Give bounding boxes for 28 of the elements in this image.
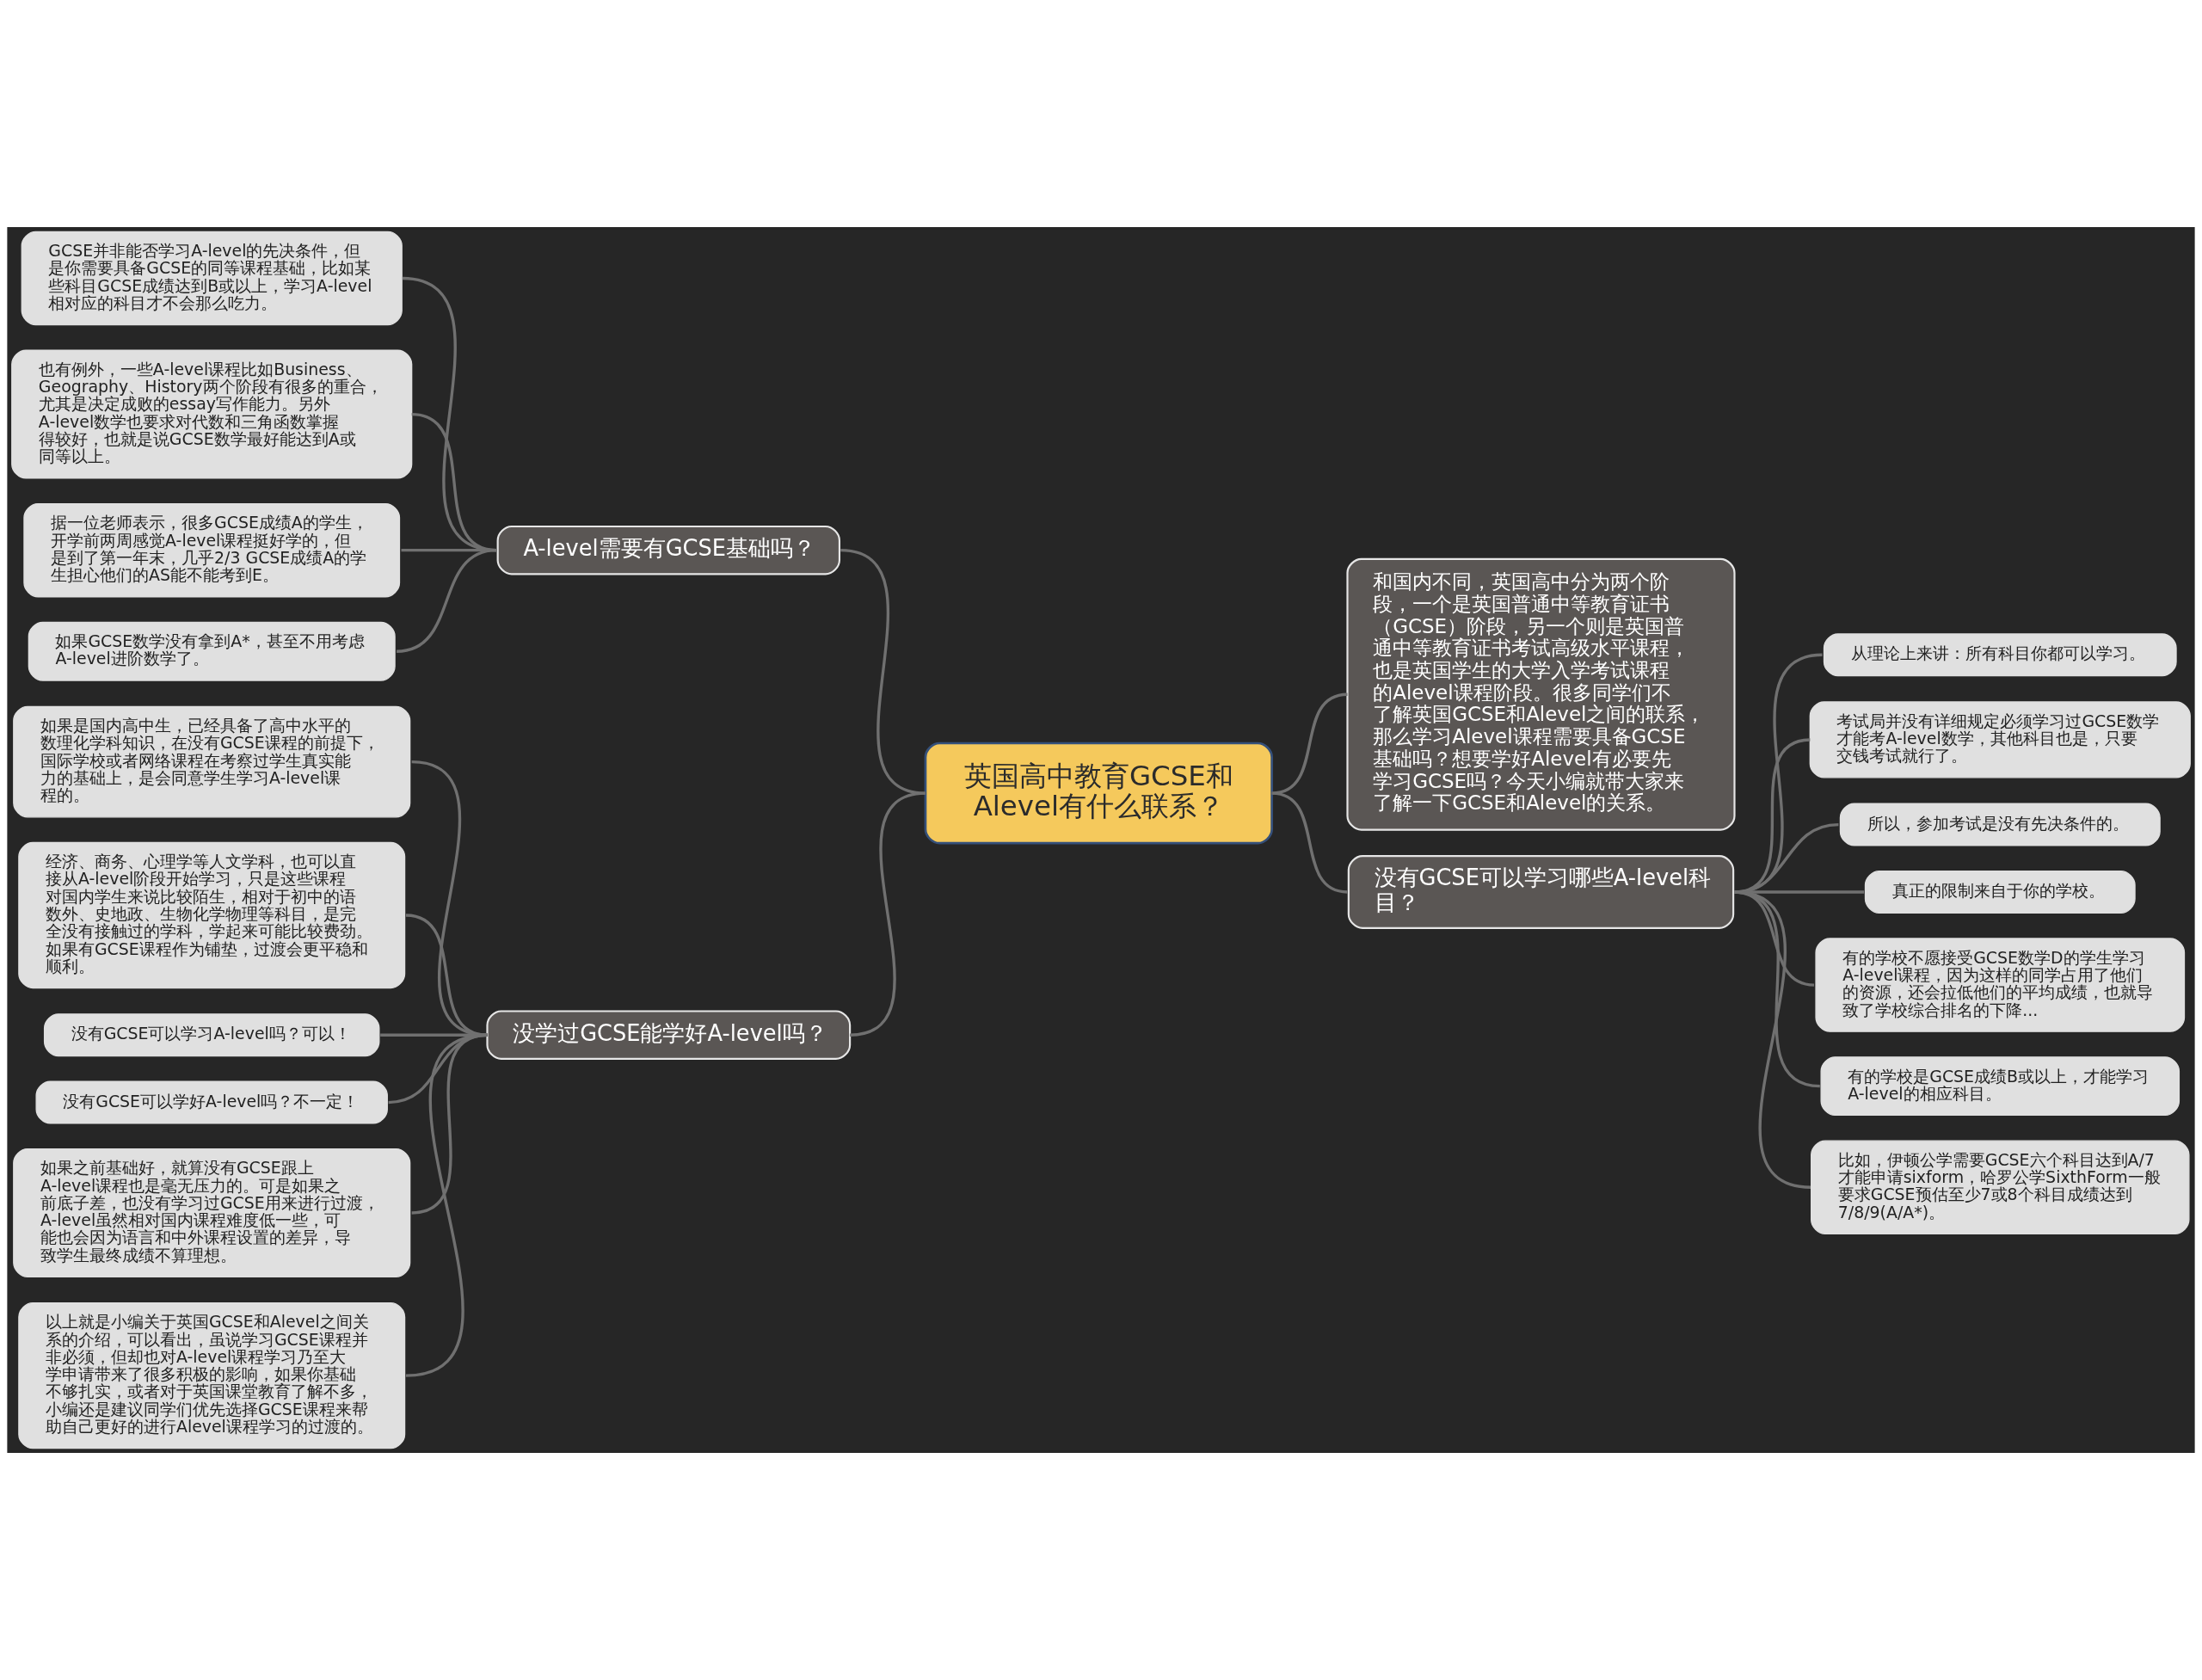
node-box: GCSE并非能否学习A-level的先决条件，但是你需要具备GCSE的同等课程基础，比如某些科目GCSE成绩达到B或以上，学习A-level相对应的科目才不会那么吃力。 (21, 231, 403, 326)
connector (1271, 692, 1348, 795)
node-box: 从理论上来讲：所有科目你都可以学习。 (1823, 633, 2177, 677)
node-box: 没有GCSE可以学好A-level吗？不一定！ (35, 1080, 388, 1124)
node-box: 考试局并没有详细规定必须学习过GCSE数学才能考A-level数学，其他科目也是，只要交钱考试就行了。 (1809, 701, 2191, 778)
connector (849, 791, 926, 1037)
node-box: 有的学校是GCSE成绩B或以上，才能学习A-level的相应科目。 (1820, 1056, 2180, 1117)
node-box: 比如，伊顿公学需要GCSE六个科目达到A/7才能申请sixform，哈罗公学SixthForm一般要求GCSE预估至少7或8个科目成绩达到7/8/9(A/A*)。 (1811, 1140, 2190, 1234)
node-box: A-level需要有GCSE基础吗？ (496, 525, 841, 575)
connector (396, 549, 497, 653)
node-box: 和国内不同，英国高中分为两个阶段，一个是英国普通中等教育证书（GCSE）阶段，另一个则是英国普通中等教育证书考试高级水平课程，也是英国学生的大学入学考试课程的Alevel课程阶段。很多同学们不了解英国GCSE和Alevel之间的联系，那么学习Alevel课程需要具备GCSE基础吗？想要学好Alevel有必要先学习GCSE吗？今天小编就带大家来了解一下GCSE和Alevel的关系。 (1346, 557, 1736, 831)
node-box: 英国高中教育GCSE和Alevel有什么联系？ (924, 742, 1273, 845)
connector (1271, 791, 1348, 894)
node-box: 有的学校不愿接受GCSE数学D的学生学习A-level课程，因为这样的同学占用了他们的资源，还会拉低他们的平均成绩，也就导致了学校综合排名的下降... (1815, 938, 2186, 1032)
node-box: 以上就是小编关于英国GCSE和Alevel之间关系的介绍，可以看出，虽说学习GCSE课程并非必须，但却也对A-level课程学习乃至大学申请带来了很多积极的影响，如果你基础不够扎实，或者对于英国课堂教育了解不多，小编还是建议同学们优先选择GCSE课程来帮助自己更好的进行Alevel课程学习的过渡的。 (18, 1302, 406, 1449)
node-box: 如果是国内高中生，已经具备了高中水平的数理化学科知识，在没有GCSE课程的前提下，国际学校或者网络课程在考察过学生真实能力的基础上，是会同意学生学习A-level课程的。 (13, 705, 411, 818)
connector (405, 914, 488, 1037)
node-box: 没学过GCSE能学好A-level吗？ (486, 1010, 852, 1060)
node-box: 没有GCSE可以学习A-level吗？可以！ (43, 1013, 380, 1057)
node-box: 所以，参加考试是没有先决条件的。 (1839, 803, 2161, 846)
node-box: 真正的限制来自于你的学校。 (1864, 870, 2136, 914)
node-box: 没有GCSE可以学习哪些A-level科目？ (1347, 855, 1735, 929)
node-box: 也有例外，一些A-level课程比如Business、Geography、History两个阶段有很多的重合，尤其是决定成败的essay写作能力。另外A-level数学也要求对代数和三角函数掌握得较好，也就是说GCSE数学最好能达到A或同等以上。 (11, 349, 413, 479)
node-box: 经济、商务、心理学等人文学科，也可以直接从A-level阶段开始学习，只是这些课程对国内学生来说比较陌生，相对于初中的语数外、史地政、生物化学物理等科目，是完全没有接触过的学科，学起来可能比较费劲。如果有GCSE课程作为铺垫，过渡会更平稳和顺利。 (18, 841, 406, 989)
connector (405, 1033, 488, 1377)
node-box: 据一位老师表示，很多GCSE成绩A的学生，开学前两周感觉A-level课程挺好学的，但是到了第一年末，几乎2/3 GCSE成绩A的学生担心他们的AS能不能考到E。 (23, 502, 401, 598)
node-box: 如果GCSE数学没有拿到A*，甚至不用考虑A-level进阶数学了。 (28, 621, 396, 681)
node-box: 如果之前基础好，就算没有GCSE跟上A-level课程也是毫无压力的。可是如果之前底子差，也没有学习过GCSE用来进行过渡，A-level虽然相对国内课程难度低一些，可能也会因为语言和中外课程设置的差异，导致学生最终成绩不算理想。 (13, 1148, 411, 1277)
